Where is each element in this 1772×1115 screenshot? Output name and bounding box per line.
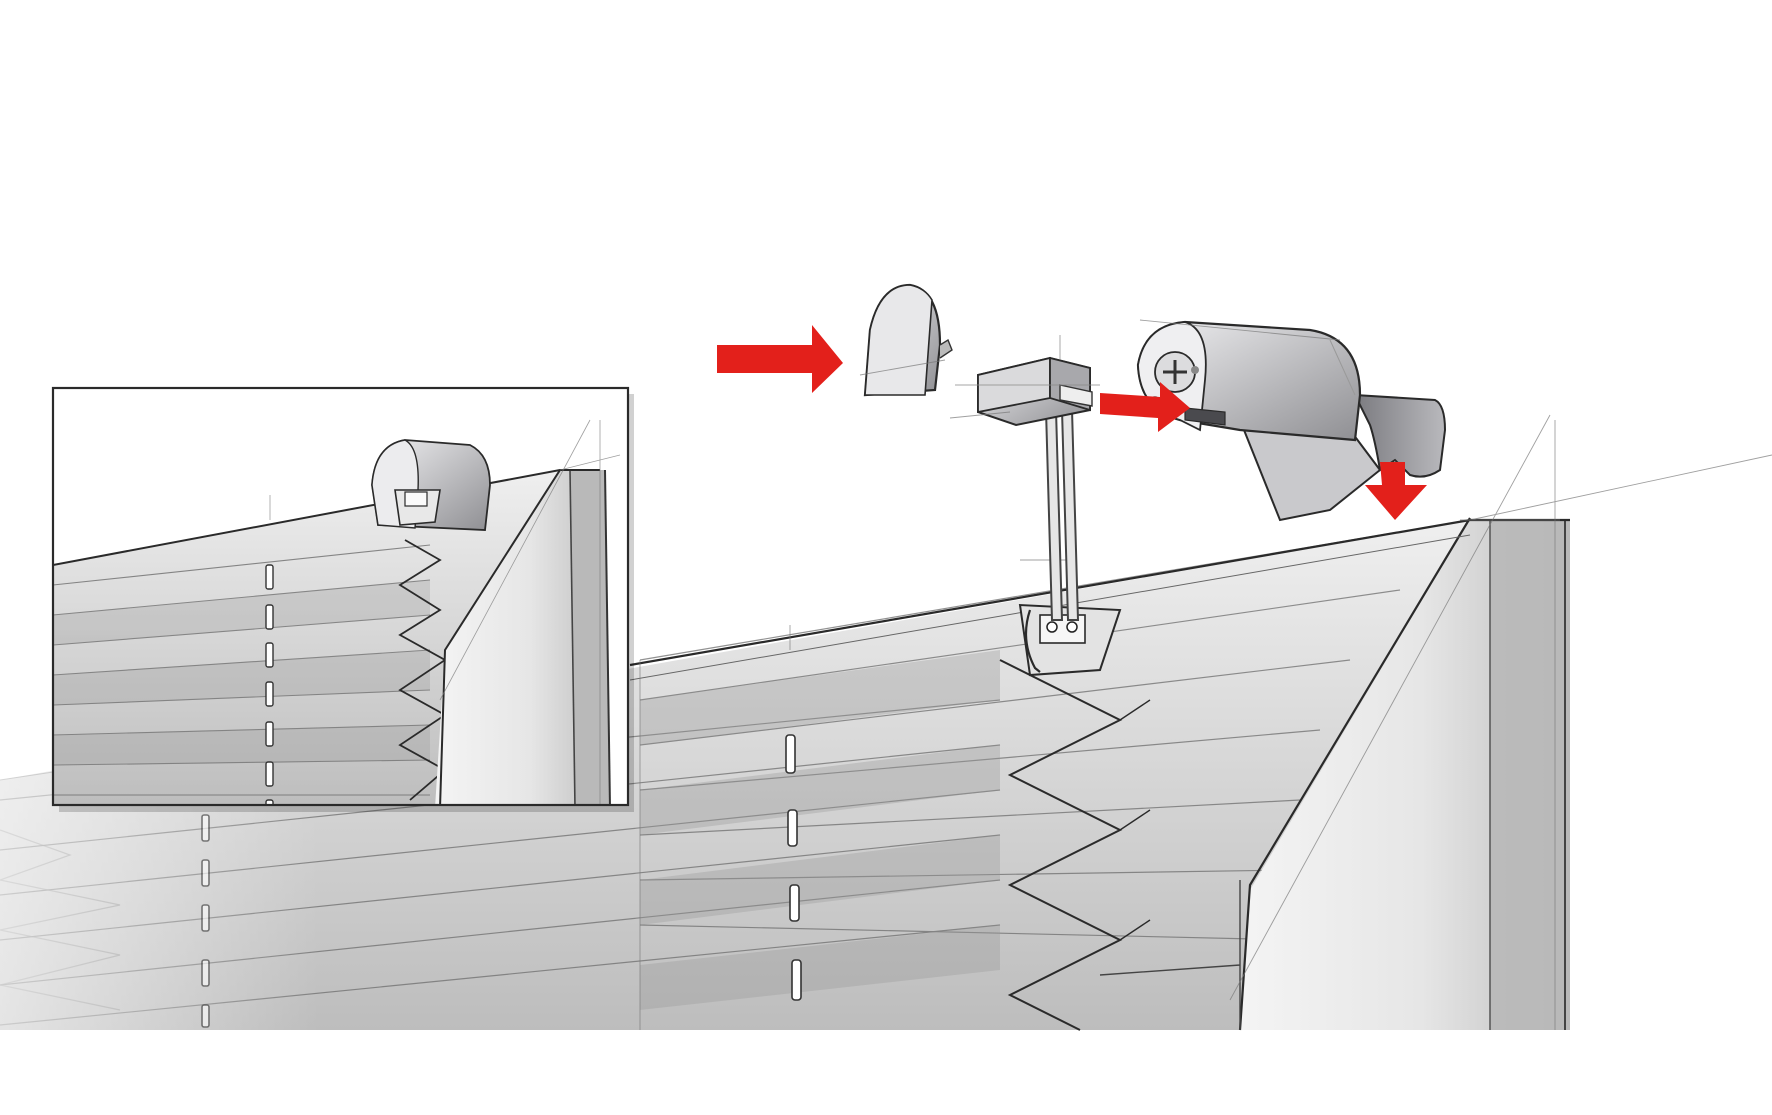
- inset-detail-view: [51, 386, 634, 812]
- mounting-bracket-icon: [1136, 320, 1447, 522]
- clip-holder-rods: [1044, 409, 1080, 621]
- pleat-shading: [640, 650, 1000, 1010]
- pleat-zigzag-edge: [999, 659, 1123, 1031]
- arrow-bracket-down: [1365, 462, 1427, 520]
- arrow-into-bracket: [1100, 382, 1190, 432]
- arrow-to-end-cap: [717, 325, 843, 393]
- end-cap-icon: [863, 283, 953, 397]
- clip-holder-icon: [955, 356, 1100, 427]
- main-assembly-view: [0, 283, 1772, 1031]
- window-frame-side: [1240, 520, 1570, 1030]
- cord-slots: [201, 734, 802, 1028]
